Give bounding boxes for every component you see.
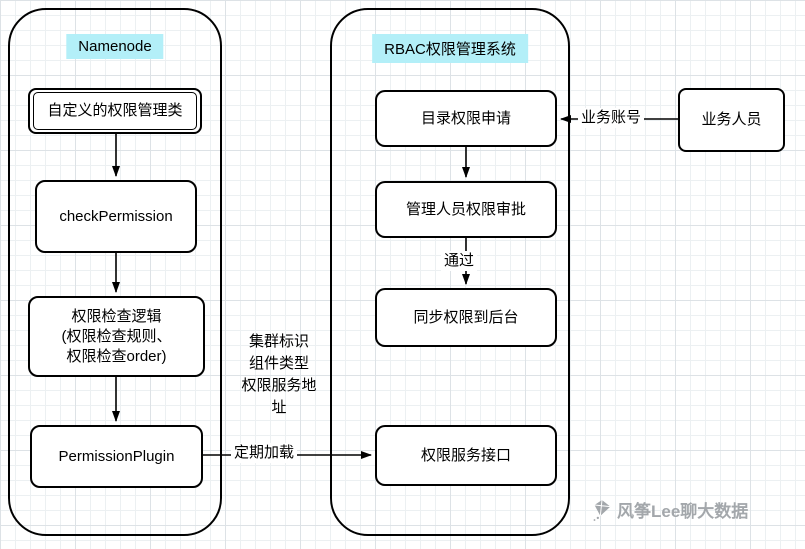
node-admin-approval: 管理人员权限审批 (375, 181, 557, 238)
edge-label-business-account: 业务账号 (578, 108, 645, 128)
namenode-container: Namenode (8, 8, 222, 536)
namenode-title: Namenode (66, 34, 164, 59)
watermark-text: 风筝Lee聊大数据 (617, 502, 749, 521)
node-sync-permission-backend: 同步权限到后台 (375, 288, 557, 347)
rbac-title: RBAC权限管理系统 (372, 34, 528, 63)
edge-label-periodic-load: 定期加载 (231, 443, 298, 463)
node-custom-permission-class-label: 自定义的权限管理类 (33, 92, 197, 130)
node-directory-permission-apply: 目录权限申请 (375, 90, 557, 147)
edge-label-pass: 通过 (441, 251, 478, 271)
node-permission-plugin: PermissionPlugin (30, 425, 203, 488)
node-check-permission: checkPermission (35, 180, 197, 253)
node-permission-check-logic: 权限检查逻辑 (权限检查规则、 权限检查order) (28, 296, 205, 377)
watermark: 风筝Lee聊大数据 (592, 497, 748, 522)
node-custom-permission-class: 自定义的权限管理类 (28, 88, 202, 134)
kite-icon (592, 499, 612, 521)
node-business-user: 业务人员 (678, 88, 785, 152)
edge-label-service-info: 集群标识 组件类型 权限服务地 址 (241, 333, 317, 416)
node-permission-service-api: 权限服务接口 (375, 425, 557, 486)
rbac-container: RBAC权限管理系统 (330, 8, 570, 536)
